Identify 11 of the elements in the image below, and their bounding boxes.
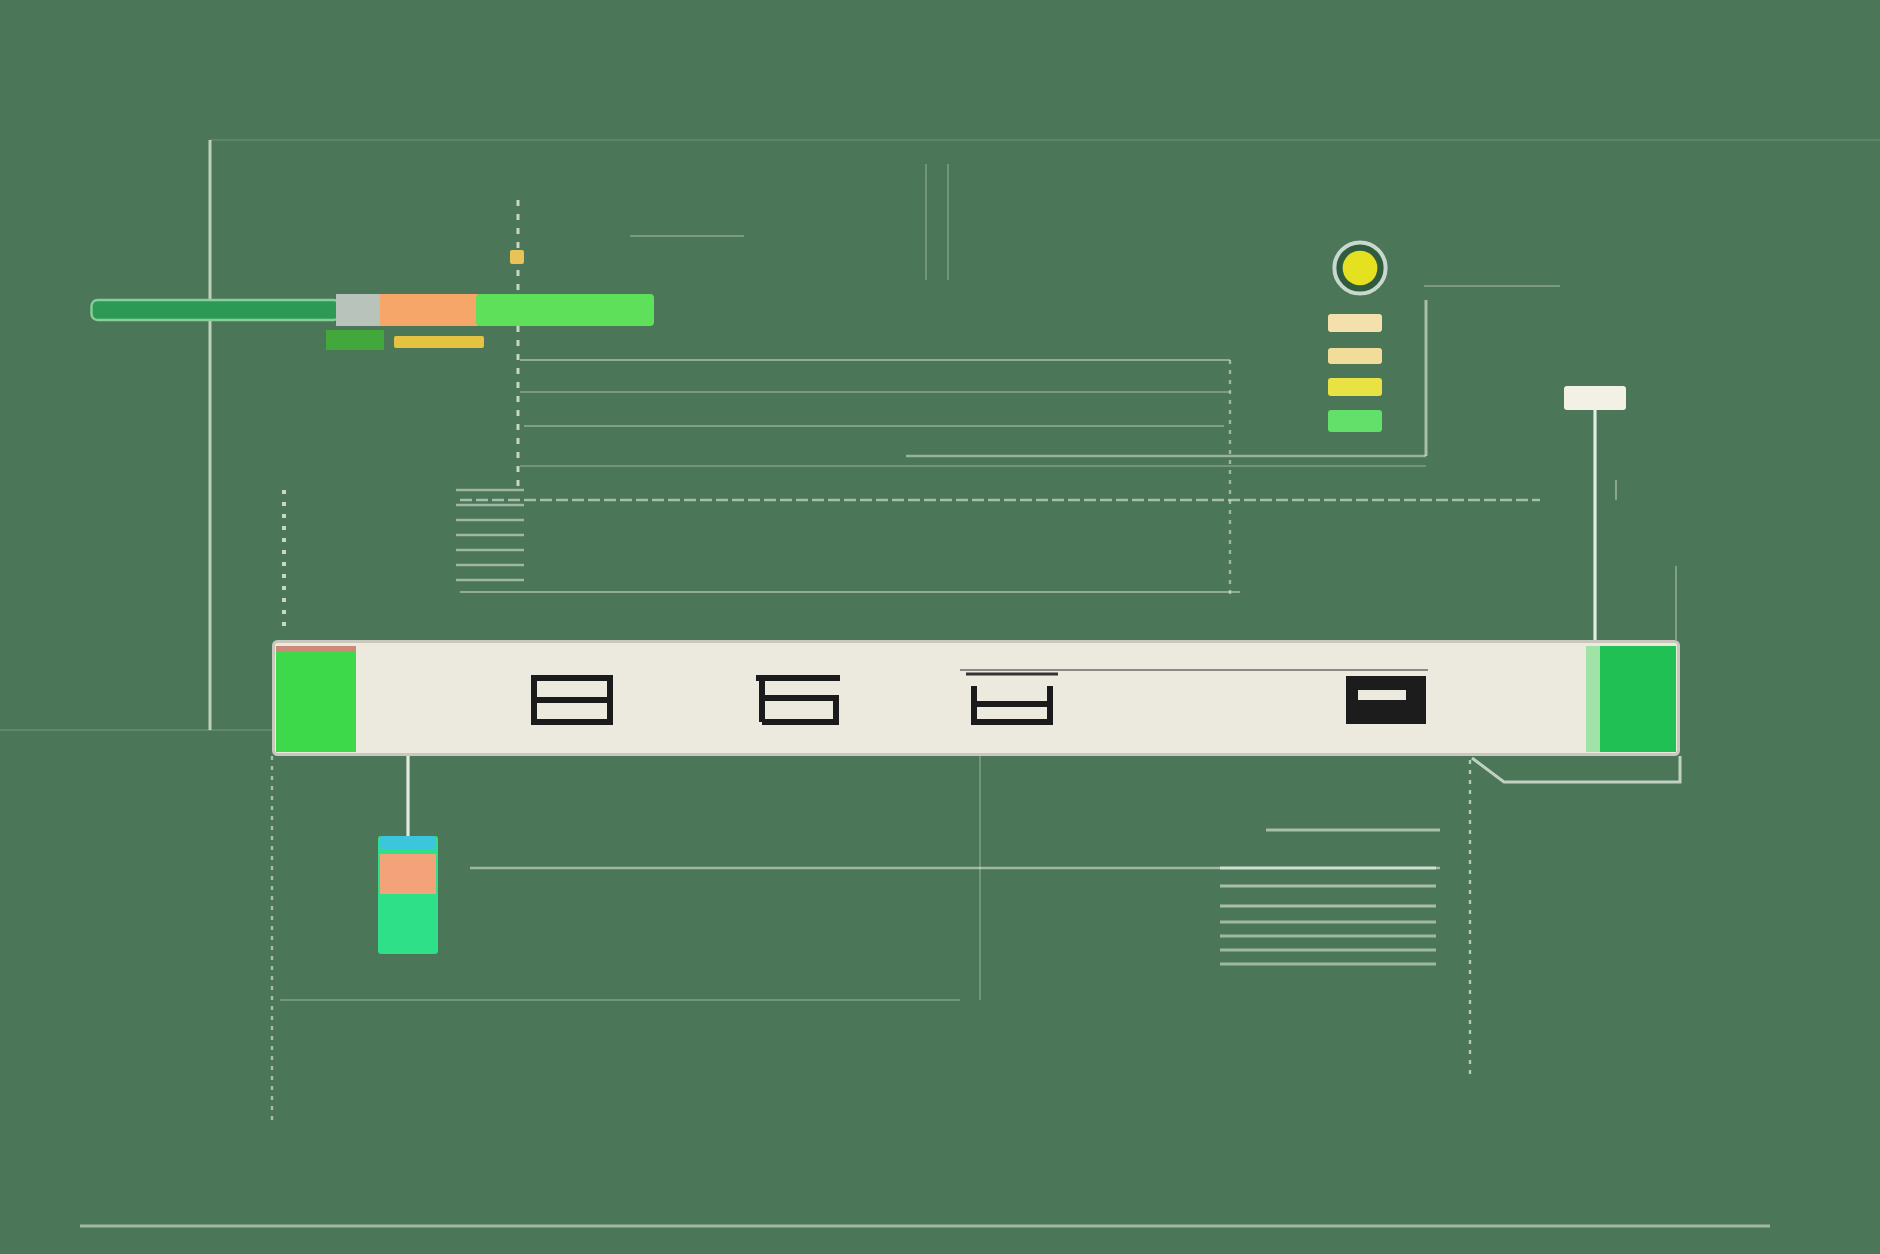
segmented-bar: [90, 294, 654, 326]
color-block: [1328, 410, 1382, 432]
connector-line: [1593, 410, 1597, 640]
tag-box: [1564, 386, 1626, 410]
indicator-circle: [1332, 240, 1388, 296]
color-block: [1328, 348, 1382, 364]
color-block: [1328, 378, 1382, 396]
display-panel: [272, 640, 1680, 756]
striped-block: [378, 836, 438, 954]
connector-line: [406, 756, 410, 836]
color-block: [1328, 314, 1382, 332]
